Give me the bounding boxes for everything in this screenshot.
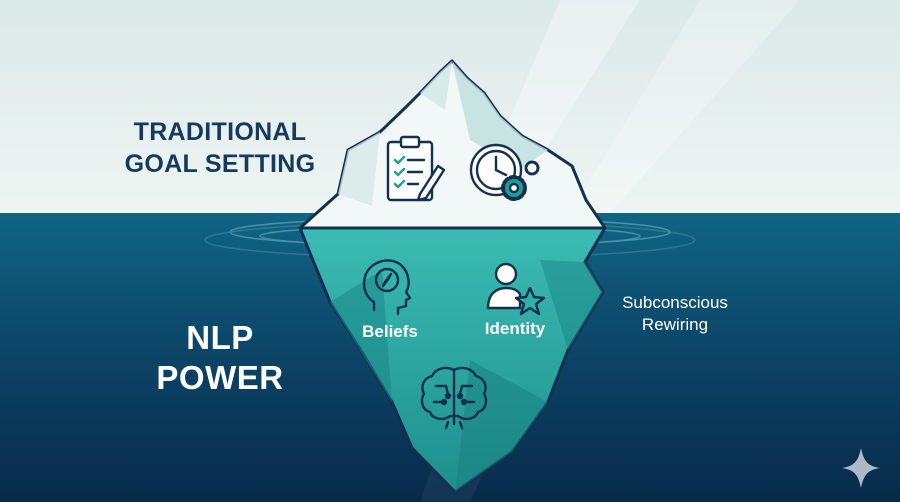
clipboard-checklist-icon xyxy=(386,135,446,202)
light-ray xyxy=(570,0,800,213)
head-compass-icon xyxy=(362,259,412,316)
ice-facet xyxy=(338,132,380,206)
note-line: Rewiring xyxy=(641,315,709,334)
identity-label: Identity xyxy=(484,319,546,338)
nlp-power-title: NLP POWER xyxy=(120,318,320,398)
ice-facet xyxy=(452,61,548,170)
beliefs-label: Beliefs xyxy=(362,322,418,341)
traditional-goal-setting-title: TRADITIONAL GOAL SETTING xyxy=(100,116,340,180)
ice-facet xyxy=(455,360,548,492)
note-line: Subconscious xyxy=(622,293,728,312)
ice-facet xyxy=(330,270,392,402)
clock-gears-icon xyxy=(469,143,540,201)
sparkle-icon xyxy=(842,448,880,488)
subconscious-rewiring-label: Subconscious Rewiring xyxy=(590,292,760,336)
ice-facet xyxy=(540,260,603,350)
person-star-icon xyxy=(486,262,546,316)
ice-facet xyxy=(420,61,452,110)
title-line: POWER xyxy=(156,359,284,396)
brain-circuit-icon xyxy=(420,366,488,430)
title-line: GOAL SETTING xyxy=(124,150,316,178)
title-line: NLP xyxy=(186,319,254,356)
title-line: TRADITIONAL xyxy=(133,118,307,146)
